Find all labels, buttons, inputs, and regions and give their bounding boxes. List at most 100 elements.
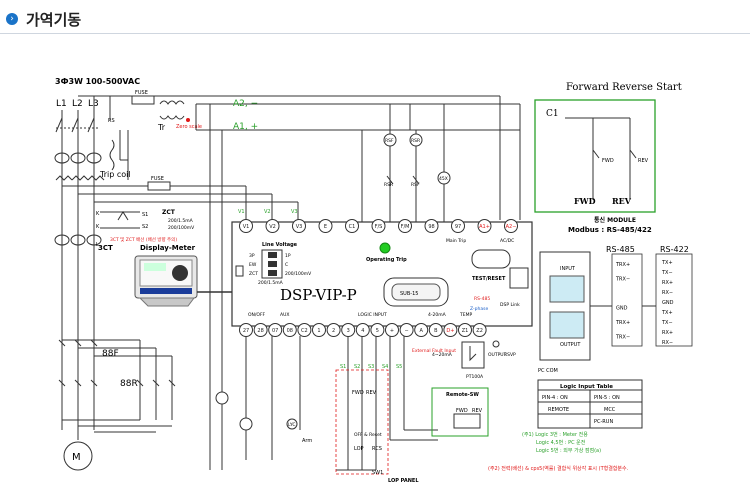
terminal-label: 97 [455, 224, 461, 230]
terminal-label: Z2 [476, 328, 483, 334]
supply-label: 3Ф3W 100-500VAC [55, 77, 140, 86]
s5-tag: S5 [396, 364, 402, 370]
rev-terminal-label: REV [612, 196, 632, 206]
terminal-label: 1 [317, 328, 320, 334]
modbus-label: Modbus : RS-485/422 [568, 226, 652, 234]
terminal-screw [282, 323, 297, 337]
comm-module-body [539, 251, 591, 361]
terminal-label: Z1 [462, 328, 469, 334]
rcs-label: RCS [372, 446, 382, 452]
comm-pin-label: TX+ [661, 260, 673, 266]
rs485-port-label: RS-485 [474, 296, 490, 302]
remote-switch [453, 413, 481, 429]
logic-wiring [209, 104, 438, 471]
note-4: (주2) 전력(배선) & cps5(역률) 결합식 위상각 표시 (T형결합분… [488, 465, 629, 472]
zero-scale-label: Zero scale [176, 124, 202, 130]
dip-value-1: 1P [285, 253, 291, 259]
terminal-screw [458, 323, 472, 337]
dip-switch-1[interactable] [268, 252, 277, 258]
comm-pin-label: TX+ [661, 310, 673, 316]
comm-pin-label: TRX+ [615, 320, 630, 326]
lyc-lamp [286, 418, 298, 430]
dip-caption: 200/1.5mA [258, 280, 284, 286]
remote-sw-label: Remote-SW [446, 392, 479, 398]
side-connector-right [509, 267, 529, 289]
rsf-contact [412, 175, 420, 185]
test-reset-label: TEST/RESET [472, 276, 506, 282]
s2-tag: S2 [354, 364, 360, 370]
terminal-label: V2 [269, 224, 276, 230]
terminal-label: 08 [287, 328, 293, 334]
s1-tag: S1 [340, 364, 346, 370]
header-divider [0, 33, 750, 34]
dip-switch-2[interactable] [268, 261, 277, 267]
lop-panel-label: LOP PANEL [388, 478, 419, 484]
lyc-label: LYC [288, 422, 296, 428]
sw1-label: SW1 [372, 470, 383, 476]
transformer-coil [159, 100, 185, 105]
comm-pc-label: PC COM [538, 368, 558, 374]
terminal-screw [326, 323, 341, 337]
motor-contactors [58, 339, 176, 440]
logic-table-title: Logic Input Table [560, 384, 613, 390]
v2-tag: V2 [264, 209, 271, 215]
comm-input-port [549, 275, 585, 303]
terminal-screw [472, 323, 487, 337]
terminal-screw [399, 323, 414, 337]
rsf-coil-label: RSF [385, 138, 394, 144]
zct-spec-2: 200/100mV [168, 225, 195, 231]
main-trip-label: Main Trip [446, 238, 466, 244]
remote-sw-box [431, 387, 489, 437]
contactor-88r-label: 88R [120, 379, 138, 389]
pt100-sensor [461, 341, 485, 369]
pt100-label: PT100A [466, 374, 484, 380]
terminal-label: 27 [243, 328, 249, 334]
rs422-header: RS-422 [660, 245, 689, 254]
s4-tag: S4 [382, 364, 388, 370]
terminal-label: C2 [301, 328, 308, 334]
fuse-1 [131, 95, 155, 105]
control-lines [119, 96, 521, 220]
terminal-label: V3 [296, 224, 303, 230]
motor-symbol [63, 441, 93, 471]
fwd-rev-title: Forward Reverse Start [566, 82, 682, 93]
transformer-coil-2 [159, 115, 185, 120]
terminal-screw [297, 323, 312, 337]
terminal-label: A [419, 328, 423, 334]
terminal-label: 3 [347, 328, 350, 334]
terminal-label: 98 [428, 224, 434, 230]
aux-label: AUX [280, 312, 289, 318]
display-meter [134, 255, 198, 307]
terminal-screw [345, 219, 359, 233]
a2-label: A2, − [233, 99, 258, 109]
terminal-screw [355, 323, 370, 337]
dip-value-3: 200/100mV [285, 271, 312, 277]
comm-pin-label: RX+ [662, 280, 673, 286]
temp-label: TEMP [459, 312, 472, 318]
test-reset-button[interactable] [471, 249, 511, 269]
comm-pin-label: TX− [661, 270, 673, 276]
terminal-label: D+ [446, 328, 454, 334]
fwd-terminal-label: FWD [574, 196, 596, 206]
comm-pin-box-left [611, 253, 643, 347]
zct-s1: S1 [142, 212, 148, 218]
display-meter-label: Display-Meter [140, 244, 196, 252]
comm-output-port [549, 311, 585, 339]
terminal-label: E [324, 224, 327, 230]
note-1: (주1) Logic 3번 : Meter 전용 [522, 431, 588, 438]
terminal-screw [477, 219, 492, 233]
comm-pin-label: RX− [662, 290, 673, 296]
rev-contact-label: REV [638, 158, 649, 164]
range2-label: 4~20mA [432, 352, 453, 358]
terminal-screw [414, 323, 429, 337]
terminal-screw [265, 219, 280, 233]
voltage-sense-lines [62, 185, 299, 222]
terminal-screw [371, 219, 386, 233]
trip-coil-label: Trip coil [99, 170, 131, 179]
dip-row-3: ZCT [249, 271, 258, 277]
dip-switch-3[interactable] [268, 270, 277, 276]
operating-trip-led [379, 242, 391, 254]
terminal-screw [398, 219, 412, 233]
